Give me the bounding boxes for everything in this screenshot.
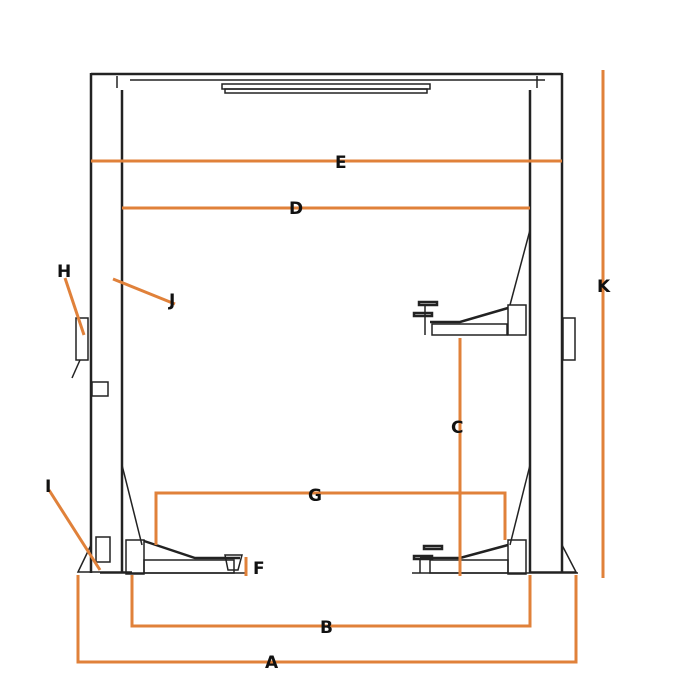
right-upper-arm <box>412 229 531 336</box>
label-A: A <box>265 653 279 673</box>
label-I: I <box>45 477 51 497</box>
dimension-A <box>76 575 578 664</box>
label-K: K <box>597 277 611 297</box>
label-D: D <box>289 199 303 219</box>
left-lower-arm <box>100 464 245 575</box>
right-lower-arm <box>412 464 578 575</box>
label-H: H <box>57 262 71 282</box>
label-J: J <box>168 291 175 311</box>
leader-J <box>112 277 176 306</box>
label-C: C <box>451 418 463 438</box>
right-post <box>528 73 578 573</box>
leader-I <box>47 489 102 571</box>
label-G: G <box>308 486 322 506</box>
label-F: F <box>253 559 265 579</box>
top-beam <box>91 72 562 94</box>
left-post <box>71 73 132 573</box>
label-E: E <box>335 153 347 173</box>
dimension-G <box>154 491 507 545</box>
label-B: B <box>320 618 333 638</box>
dimension-B <box>130 575 532 628</box>
leader-H <box>63 277 86 336</box>
